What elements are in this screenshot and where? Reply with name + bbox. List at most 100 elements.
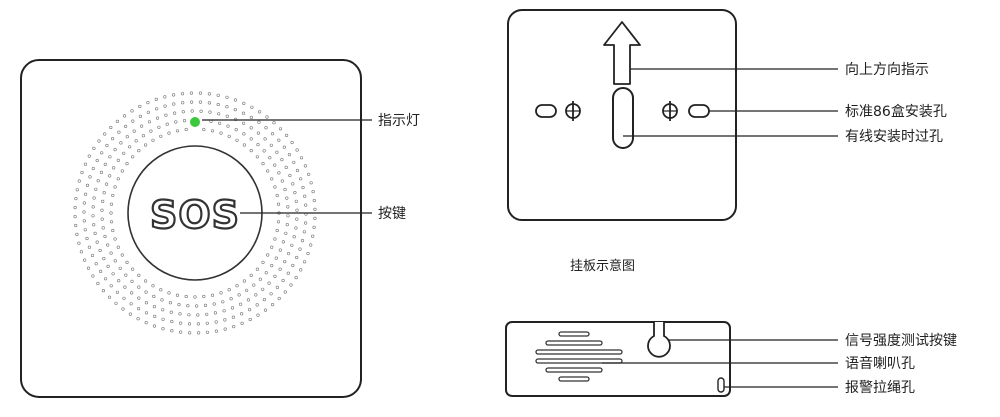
speaker-dot <box>181 101 185 105</box>
speaker-dot <box>300 239 305 243</box>
speaker-dot <box>96 281 100 286</box>
speaker-dot <box>187 322 192 326</box>
speaker-dot <box>184 294 188 299</box>
speaker-dot <box>104 182 109 186</box>
speaker-dot <box>248 317 252 322</box>
speaker-dot <box>197 331 201 335</box>
speaker-dot <box>189 91 193 95</box>
speaker-dot <box>177 303 181 307</box>
speaker-dot <box>190 109 194 113</box>
speaker-dot <box>125 260 129 265</box>
speaker-dot <box>86 266 91 270</box>
speaker-dot <box>82 219 86 223</box>
sos-button-text: SOS <box>150 193 240 237</box>
speaker-dot <box>216 102 220 107</box>
speaker-dot <box>249 126 253 130</box>
speaker-dot <box>100 217 104 221</box>
speaker-dot <box>234 128 238 132</box>
speaker-dot <box>255 155 260 159</box>
speaker-dot <box>294 199 298 203</box>
speaker-dot <box>97 139 101 143</box>
speaker-dot <box>103 162 107 166</box>
speaker-dot <box>79 250 83 254</box>
speaker-dot <box>231 315 235 319</box>
speaker-dot <box>124 273 128 277</box>
speaker-dot <box>82 258 87 262</box>
speaker-dot <box>80 170 84 175</box>
speaker-dot <box>202 294 206 299</box>
speaker-dot <box>99 170 103 174</box>
speaker-dot <box>295 217 299 221</box>
speaker-dot <box>91 205 95 209</box>
speaker-dot <box>221 300 225 304</box>
speaker-dot <box>245 288 249 292</box>
speaker-dot <box>137 307 141 311</box>
speaker-dot <box>137 273 141 278</box>
speaker-dot <box>252 283 256 287</box>
speaker-dot <box>299 268 303 272</box>
speaker-dot <box>273 185 277 189</box>
front-view: SOS 指示灯 按键 <box>20 59 420 398</box>
speaker-dot <box>313 216 317 220</box>
speaker-dot <box>167 291 171 295</box>
speaker-dot <box>239 302 243 306</box>
speaker-dot <box>218 121 222 125</box>
speaker-dot <box>283 260 287 264</box>
speaker-dot <box>130 109 134 113</box>
speaker-dot <box>141 134 145 138</box>
speaker-dot <box>144 143 148 147</box>
side-view: 信号强度测试按键 语音喇叭孔 报警拉绳孔 <box>505 321 957 397</box>
speaker-dot <box>179 330 183 334</box>
speaker-dot <box>233 107 237 112</box>
speaker-dot <box>152 294 156 299</box>
speaker-dot <box>109 251 113 255</box>
speaker-dot <box>125 135 129 139</box>
speaker-dot <box>262 149 266 153</box>
speaker-dot <box>281 278 285 283</box>
speaker-dot <box>90 253 95 258</box>
speaker-dot <box>242 121 246 125</box>
speaker-dot <box>205 312 209 316</box>
speaker-dot <box>242 279 246 283</box>
speaker-dot <box>208 110 212 114</box>
speaker-dot <box>159 134 163 138</box>
speaker-dot <box>112 166 116 170</box>
speaker-dot <box>117 279 121 283</box>
speaker-dot <box>123 124 128 128</box>
speaker-dot <box>95 240 99 244</box>
speaker-dot <box>275 193 279 198</box>
speaker-dot <box>175 129 180 133</box>
speaker-dot <box>153 314 157 319</box>
speaker-dot <box>309 181 313 185</box>
speaker-dot <box>74 223 78 228</box>
speaker-dot <box>281 240 286 244</box>
speaker-dot <box>280 179 284 183</box>
speaker-dot <box>290 140 294 145</box>
speaker-dot <box>219 131 223 135</box>
speaker-dot <box>120 253 124 257</box>
speaker-dot <box>101 199 105 203</box>
speaker-dot <box>254 293 258 297</box>
speaker-dot <box>77 179 81 183</box>
signal-test-label: 信号强度测试按键 <box>845 333 957 349</box>
speaker-dot <box>225 114 229 118</box>
speaker-dot <box>258 110 262 114</box>
speaker-dot <box>157 125 161 129</box>
speaker-dot <box>100 151 104 155</box>
speaker-dot <box>265 115 269 119</box>
speaker-dot <box>122 114 127 118</box>
speaker-dot <box>103 277 108 281</box>
speaker-dot <box>278 248 282 252</box>
speaker-dot <box>85 183 90 187</box>
speaker-dot <box>137 149 141 153</box>
speaker-dot <box>111 272 115 276</box>
speaker-dot <box>287 252 291 256</box>
speaker-dot <box>214 320 218 324</box>
speaker-dot <box>248 308 252 312</box>
speaker-dot <box>122 151 126 155</box>
speaker-dot <box>107 295 112 299</box>
speaker-dot <box>196 313 200 317</box>
speaker-dot <box>98 248 102 253</box>
speaker-dot <box>294 226 298 230</box>
